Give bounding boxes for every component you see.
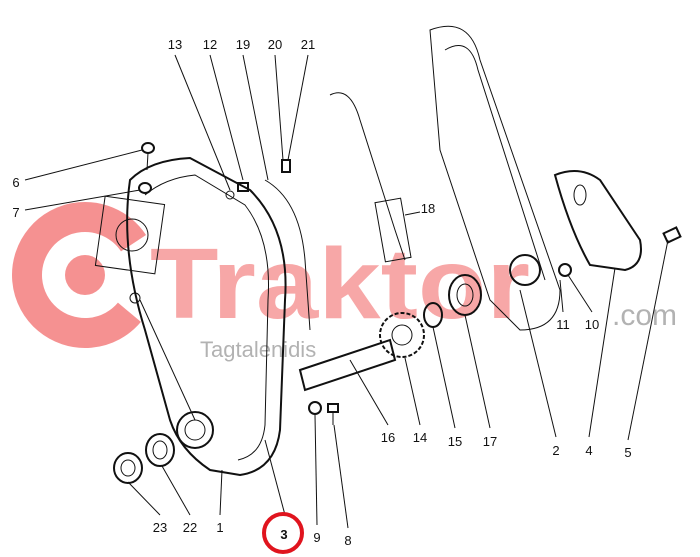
label-15: 15: [448, 434, 462, 449]
label-11: 11: [556, 317, 570, 332]
label-7: 7: [12, 205, 19, 220]
label-14: 14: [413, 430, 427, 445]
label-12: 12: [203, 37, 217, 52]
part-shaft: [298, 274, 482, 392]
label-20: 20: [268, 37, 282, 52]
part-gasket: [264, 179, 311, 331]
label-10: 10: [585, 317, 599, 332]
label-2: 2: [552, 443, 559, 458]
label-16: 16: [381, 430, 395, 445]
label-8: 8: [344, 533, 351, 548]
label-23: 23: [153, 520, 167, 535]
label-6: 6: [12, 175, 19, 190]
label-21: 21: [301, 37, 315, 52]
label-19: 19: [236, 37, 250, 52]
watermark-suffix: .com: [612, 299, 677, 332]
leader-lines: [24, 54, 669, 529]
label-22: 22: [183, 520, 197, 535]
part-cover: [94, 156, 287, 477]
label-5: 5: [624, 445, 631, 460]
label-1: 1: [216, 520, 223, 535]
label-9: 9: [313, 530, 320, 545]
highlight-circle: [262, 512, 304, 554]
label-17: 17: [483, 434, 497, 449]
watermark-subtitle: Tagtalenidis: [200, 337, 316, 362]
label-18: 18: [421, 201, 435, 216]
watermark-logo: Traktor .com Tagtalenidis: [12, 202, 677, 362]
label-4: 4: [585, 443, 592, 458]
watermark-brand: Traktor: [150, 228, 530, 340]
part-seals: [113, 433, 175, 484]
label-3: 3: [280, 527, 287, 542]
part-labels: 13 12 19 20 21 6 7 18 11 10 2 4 5 16 14 …: [12, 37, 632, 554]
part-chain: [374, 197, 412, 263]
part-bolts: [138, 142, 682, 425]
part-housing: [429, 25, 561, 331]
part-chain-guide: [329, 92, 406, 261]
part-end-cover: [553, 170, 642, 272]
label-13: 13: [168, 37, 182, 52]
